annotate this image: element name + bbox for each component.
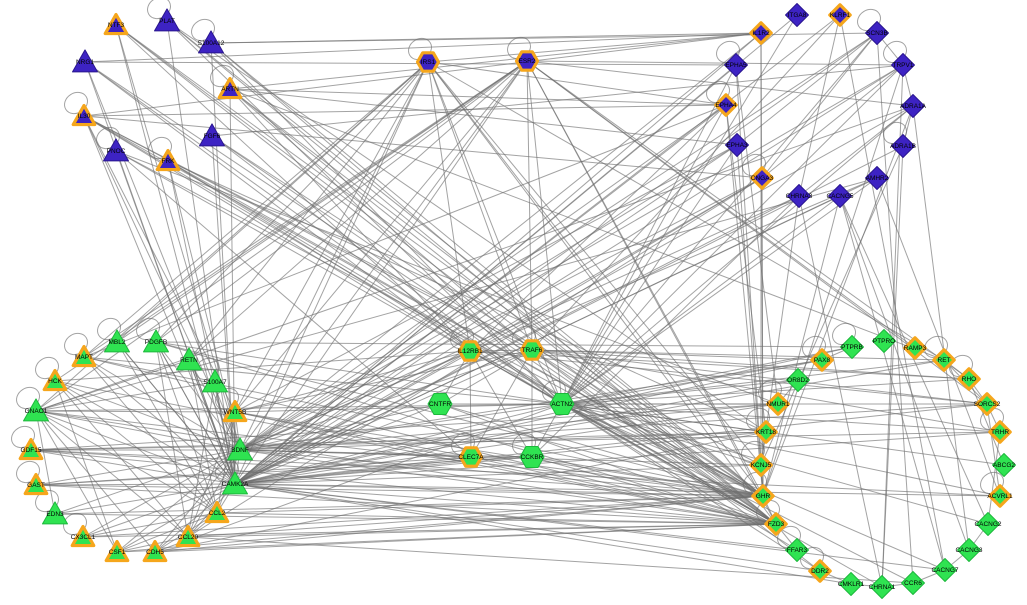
svg-text:SCN3B: SCN3B [866,30,888,37]
svg-text:CACNG2: CACNG2 [974,521,1001,528]
svg-text:CACNG3: CACNG3 [955,547,982,554]
svg-text:CHRNA1: CHRNA1 [869,584,896,591]
svg-text:TRPV1: TRPV1 [893,62,914,69]
svg-text:IL30: IL30 [78,113,91,120]
svg-text:ACTN2: ACTN2 [551,401,573,408]
svg-text:GNAO1: GNAO1 [25,408,48,415]
svg-text:TRAF6: TRAF6 [522,347,543,354]
svg-text:FGF6: FGF6 [204,133,221,140]
svg-text:RAMP3: RAMP3 [904,345,927,352]
svg-text:AMHR2: AMHR2 [866,175,889,182]
svg-text:S100A7: S100A7 [203,379,227,386]
svg-text:PTPRB: PTPRB [841,344,863,351]
svg-text:OR8D2: OR8D2 [787,377,809,384]
svg-text:CMKLR1: CMKLR1 [838,581,865,588]
svg-text:CACNG7: CACNG7 [931,567,958,574]
svg-text:PLAT: PLAT [159,18,175,25]
svg-text:MAPT: MAPT [75,354,93,361]
svg-text:KRT18: KRT18 [756,429,776,436]
svg-text:GAST: GAST [27,482,45,489]
svg-text:EPHA4: EPHA4 [715,102,737,109]
svg-text:CCKBR: CCKBR [521,454,544,461]
svg-text:GDF15: GDF15 [21,447,42,454]
svg-text:NTF3: NTF3 [108,22,125,29]
svg-text:NRG1: NRG1 [76,59,94,66]
svg-text:RETN: RETN [180,357,198,364]
svg-text:PAX8: PAX8 [814,357,831,364]
svg-text:ITGA8: ITGA8 [788,12,807,19]
svg-text:FFAR3: FFAR3 [787,547,808,554]
svg-text:FRK: FRK [162,158,176,165]
svg-text:S100A12: S100A12 [198,40,225,47]
svg-text:CLEC7A: CLEC7A [458,454,484,461]
svg-text:CAMK2A: CAMK2A [222,481,249,488]
svg-text:ABCG2: ABCG2 [993,462,1015,469]
svg-text:EPHA5: EPHA5 [725,62,747,69]
svg-text:ACVRL1: ACVRL1 [987,493,1013,500]
svg-text:CCL2: CCL2 [209,510,226,517]
svg-text:BDNF: BDNF [231,447,249,454]
svg-text:IRS1: IRS1 [421,59,436,66]
svg-text:TRHR: TRHR [991,429,1009,436]
svg-text:CNTFR: CNTFR [429,401,451,408]
svg-text:ADRA1A: ADRA1A [900,103,927,110]
svg-text:MBL2: MBL2 [109,339,126,346]
svg-text:CDH5: CDH5 [146,549,164,556]
svg-text:SORCS2: SORCS2 [974,401,1001,408]
svg-text:FZD3: FZD3 [768,521,785,528]
svg-text:IL12RB1: IL12RB1 [457,348,483,355]
svg-text:EPHA3: EPHA3 [726,142,748,149]
svg-text:HCK: HCK [48,378,62,385]
svg-text:IL1R2: IL1R2 [752,30,770,37]
svg-text:GHR: GHR [756,493,771,500]
svg-text:CCR6: CCR6 [904,580,922,587]
svg-text:PDGFB: PDGFB [145,339,167,346]
svg-text:CCL20: CCL20 [178,534,199,541]
svg-text:CSF1: CSF1 [109,549,126,556]
svg-text:RET: RET [938,357,951,364]
svg-text:WNT5B: WNT5B [224,409,247,416]
svg-text:KLRF1: KLRF1 [830,12,851,19]
svg-text:DDR2: DDR2 [811,568,829,575]
svg-text:PNOC: PNOC [107,148,126,155]
svg-text:KCNJ5: KCNJ5 [751,462,772,469]
svg-text:RHO: RHO [962,376,976,383]
svg-text:ARTN: ARTN [221,86,239,93]
svg-text:ESR2: ESR2 [519,58,536,65]
svg-text:CX3CL1: CX3CL1 [71,534,96,541]
svg-text:CHRNA3: CHRNA3 [786,193,813,200]
svg-text:CACNG5: CACNG5 [826,193,853,200]
svg-text:ADRA1B: ADRA1B [890,143,916,150]
svg-text:PTPRO: PTPRO [873,338,895,345]
svg-text:NMUR1: NMUR1 [766,401,789,408]
svg-text:EDN3: EDN3 [46,511,64,518]
svg-text:CNGA3: CNGA3 [751,175,774,182]
